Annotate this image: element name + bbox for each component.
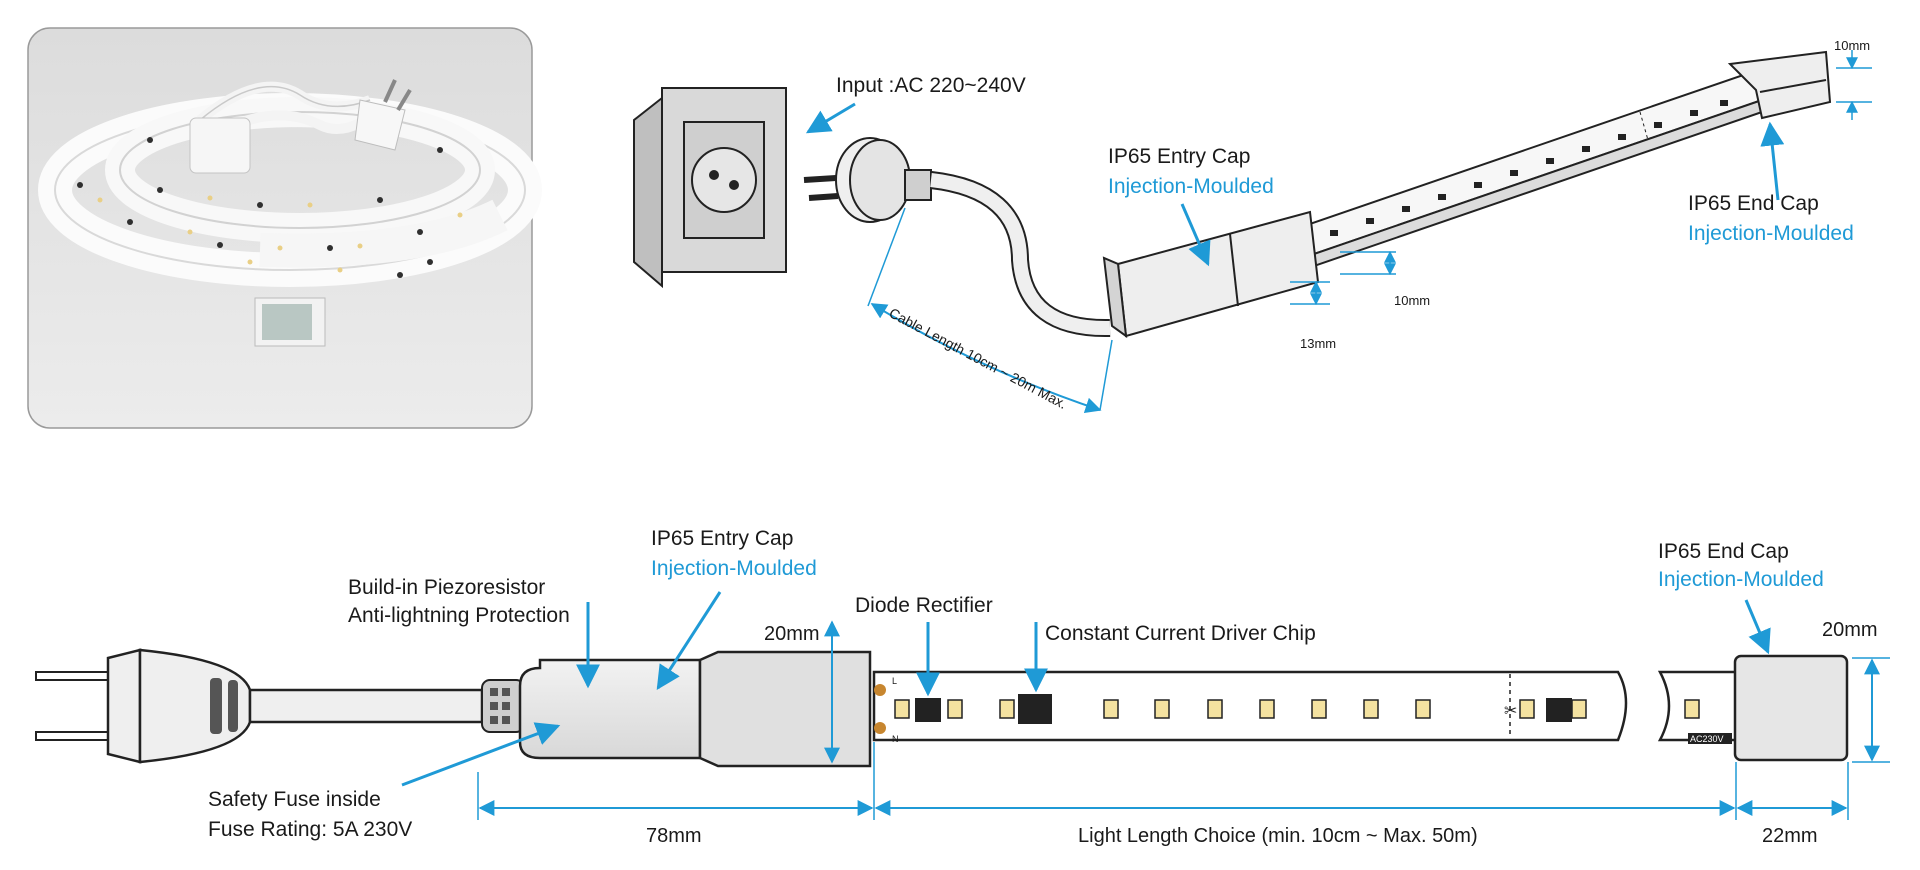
voltage-print: AC230V xyxy=(1690,734,1724,744)
dim-light-length-label: Light Length Choice (min. 10cm ~ Max. 50… xyxy=(1078,825,1478,847)
dim-22-label: 22mm xyxy=(1762,825,1818,847)
dim-78-label: 78mm xyxy=(646,825,702,847)
plug-top xyxy=(803,137,1111,338)
bottom-end-cap-title: IP65 End Cap xyxy=(1658,540,1789,563)
driver-label: Constant Current Driver Chip xyxy=(1045,622,1316,645)
top-end-cap-sub: Injection-Moulded xyxy=(1688,222,1854,245)
bottom-entry-cap-sub: Injection-Moulded xyxy=(651,557,817,580)
dim-height-right-label: 20mm xyxy=(1822,619,1878,641)
fuse-label-line1: Safety Fuse inside xyxy=(208,788,381,811)
bottom-dim-lines xyxy=(477,742,1849,820)
dim-height-left-label: 20mm xyxy=(764,623,820,645)
input-voltage-label: Input :AC 220~240V xyxy=(836,74,1026,97)
top-dim-mid-label: 10mm xyxy=(1394,293,1430,308)
top-entry-cap-sub: Injection-Moulded xyxy=(1108,175,1274,198)
pin-n-label: N xyxy=(892,734,899,744)
led-strip-top xyxy=(1102,50,1832,339)
bottom-end-cap-sub: Injection-Moulded xyxy=(1658,568,1824,591)
diode-label: Diode Rectifier xyxy=(855,594,993,617)
top-entry-cap-title: IP65 Entry Cap xyxy=(1108,145,1250,168)
led-strip-bottom: ✂ xyxy=(872,654,1849,762)
wall-socket xyxy=(633,87,787,289)
product-photo xyxy=(27,27,542,429)
top-dim-right-label: 10mm xyxy=(1834,38,1870,53)
piezo-label-line2: Anti-lightning Protection xyxy=(348,604,570,627)
plug-bottom xyxy=(35,648,525,764)
entry-cap-bottom xyxy=(518,650,872,768)
top-dim-13-label: 13mm xyxy=(1300,336,1336,351)
pin-l-label: L xyxy=(892,676,897,686)
piezo-label-line1: Build-in Piezoresistor xyxy=(348,576,545,599)
fuse-label-line2: Fuse Rating: 5A 230V xyxy=(208,818,412,841)
bottom-entry-cap-title: IP65 Entry Cap xyxy=(651,527,793,550)
top-end-cap-title: IP65 End Cap xyxy=(1688,192,1819,215)
top-dim-lines xyxy=(1290,50,1872,306)
svg-text:✂: ✂ xyxy=(1504,701,1517,720)
